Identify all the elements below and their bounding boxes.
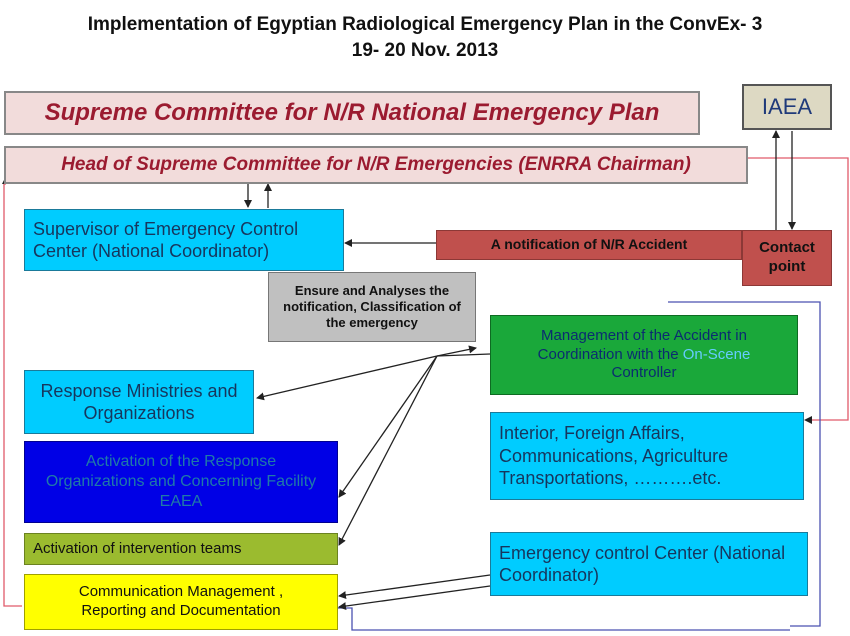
management-accident-label: Management of the Accident in Coordinati… [505, 327, 783, 383]
hub-to-activation-response-arrow [338, 355, 438, 498]
emergency-to-communication-arrow-1 [338, 574, 491, 599]
head-to-interior-arrowhead [804, 416, 812, 424]
interior-foreign-label: Interior, Foreign Affairs, Communication… [499, 423, 729, 489]
head-to-interior-line [748, 157, 849, 421]
ensure-analyses-label: Ensure and Analyses the notification, Cl… [283, 282, 461, 331]
iaea-box: IAEA [742, 84, 832, 130]
right-blue-loop-line [668, 301, 821, 627]
response-ministries-box: Response Ministries and Organizations [24, 370, 254, 434]
activation-teams-label: Activation of intervention teams [33, 539, 242, 557]
diagram-date: 19- 20 Nov. 2013 [351, 40, 499, 61]
contact-point-label: Contact point [759, 239, 815, 275]
emergency-control-box: Emergency control Center (National Coord… [490, 532, 808, 596]
interior-foreign-box: Interior, Foreign Affairs, Communication… [490, 412, 804, 500]
hub-to-ensure-arrow [436, 345, 477, 357]
head-committee-box: Head of Supreme Committee for N/R Emerge… [4, 146, 748, 184]
bottom-blue-loop-line [338, 607, 790, 631]
communication-mgmt-box: Communication Management , Reporting and… [24, 574, 338, 630]
left-pink-loop-line [3, 183, 22, 607]
head-committee-label: Head of Supreme Committee for N/R Emerge… [61, 154, 691, 176]
ensure-analyses-box: Ensure and Analyses the notification, Cl… [268, 272, 476, 342]
notification-box: A notification of N/R Accident [436, 230, 742, 260]
hub-to-teams-arrow [338, 355, 438, 546]
supervisor-label: Supervisor of Emergency Control Center (… [33, 218, 299, 262]
activation-response-box: Activation of the Response Organizations… [24, 441, 338, 523]
management-accident-text: Management of the Accident in Coordinati… [537, 326, 747, 363]
on-scene-highlight: On-Scene [682, 345, 751, 363]
management-to-hub-line [436, 353, 491, 357]
response-ministries-label: Response Ministries and Organizations [40, 380, 238, 424]
iaea-label: IAEA [761, 94, 813, 120]
activation-teams-box: Activation of intervention teams [24, 533, 338, 565]
hub-to-ministries-arrow [256, 355, 438, 401]
management-accident-box: Management of the Accident in Coordinati… [490, 315, 798, 395]
activation-response-label: Activation of the Response Organizations… [45, 453, 317, 510]
communication-mgmt-label: Communication Management , Reporting and… [78, 583, 284, 619]
supreme-committee-label: Supreme Committee for N/R National Emerg… [44, 99, 660, 126]
emergency-to-communication-arrow-2 [338, 585, 491, 610]
supreme-committee-box: Supreme Committee for N/R National Emerg… [4, 91, 700, 135]
contact-point-box: Contact point [742, 230, 832, 286]
diagram-title: Implementation of Egyptian Radiological … [87, 14, 763, 35]
emergency-control-label: Emergency control Center (National Coord… [499, 542, 786, 586]
controller-text: Controller [611, 364, 677, 382]
supervisor-box: Supervisor of Emergency Control Center (… [24, 209, 344, 271]
notification-label: A notification of N/R Accident [490, 236, 688, 253]
